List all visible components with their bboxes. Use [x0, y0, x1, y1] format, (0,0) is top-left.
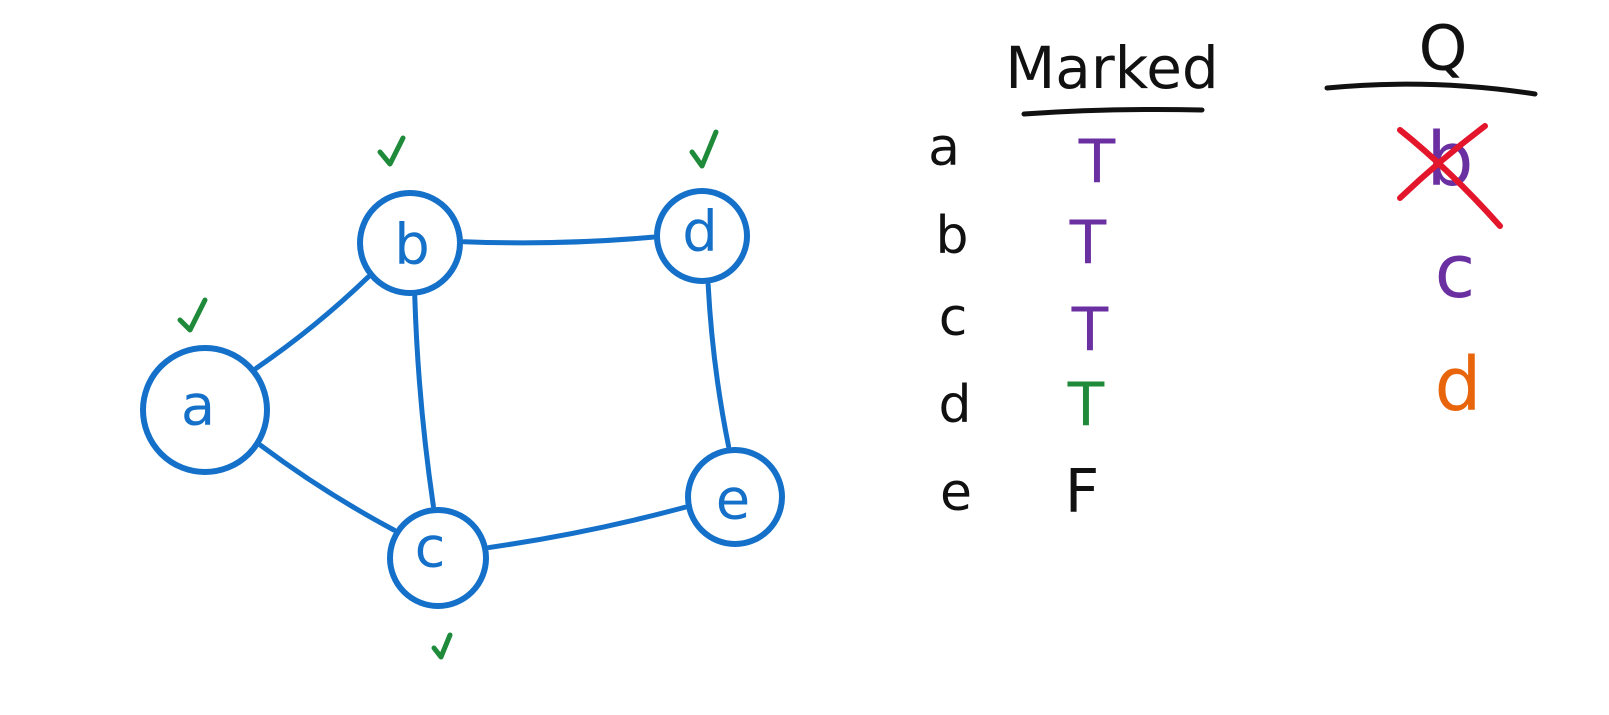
graph-node-a: a	[140, 345, 270, 475]
marked-row-vertex: c	[939, 288, 968, 348]
marked-row-c: c T	[939, 288, 1109, 365]
queue-underline	[1324, 81, 1538, 97]
queue-column: Q b c d	[1324, 12, 1538, 428]
graph-node-e: e	[685, 447, 785, 547]
node-label-d: d	[682, 200, 718, 265]
marked-row-value: F	[1065, 457, 1100, 527]
graph-edge-c-e	[486, 504, 688, 551]
node-label-b: b	[394, 213, 430, 278]
marked-row-value: T	[1078, 127, 1116, 197]
marked-row-e: e F	[940, 457, 1099, 527]
marked-row-vertex: a	[928, 118, 960, 178]
marked-row-b: b T	[935, 206, 1106, 278]
marked-underline	[1021, 107, 1205, 117]
visited-checkmarks	[177, 129, 719, 660]
checkmark-icon-b	[377, 135, 406, 167]
marked-row-value: T	[1071, 295, 1109, 365]
graph-edges	[253, 234, 732, 551]
marked-heading: Marked	[1005, 34, 1218, 102]
graph-edge-b-d	[461, 234, 656, 246]
graph-edge-d-e	[705, 282, 732, 449]
node-label-a: a	[181, 374, 215, 439]
checkmark-icon-d	[689, 129, 719, 169]
queue-heading: Q	[1419, 12, 1468, 85]
graph-edge-a-c	[258, 442, 397, 533]
graph-node-b: b	[357, 190, 463, 296]
checkmark-icon-c	[431, 632, 453, 660]
node-label-c: c	[415, 516, 446, 581]
graph-nodes: a b c d e	[140, 188, 785, 609]
queue-item-d: d	[1435, 342, 1482, 428]
graph-edge-a-b	[253, 274, 371, 371]
checkmark-icon-a	[177, 297, 208, 333]
marked-row-value: T	[1069, 208, 1107, 278]
queue-item-c: c	[1435, 229, 1476, 315]
marked-row-vertex: e	[940, 463, 972, 523]
marked-row-d: d T	[938, 370, 1104, 440]
graph-node-c: c	[387, 507, 489, 609]
marked-row-vertex: b	[935, 206, 968, 266]
marked-row-a: a T	[928, 118, 1116, 197]
queue-item-b: b	[1397, 117, 1503, 229]
graph-node-d: d	[654, 188, 750, 284]
marked-row-vertex: d	[938, 375, 971, 435]
graph-edge-b-c	[412, 294, 436, 509]
queue-item-label: d	[1435, 342, 1482, 428]
marked-row-value: T	[1067, 370, 1105, 440]
cross-out-icon	[1397, 123, 1503, 229]
marked-table: Marked a T b T c T d T e F	[928, 34, 1219, 527]
queue-item-label: c	[1435, 229, 1476, 315]
node-label-e: e	[716, 468, 750, 533]
